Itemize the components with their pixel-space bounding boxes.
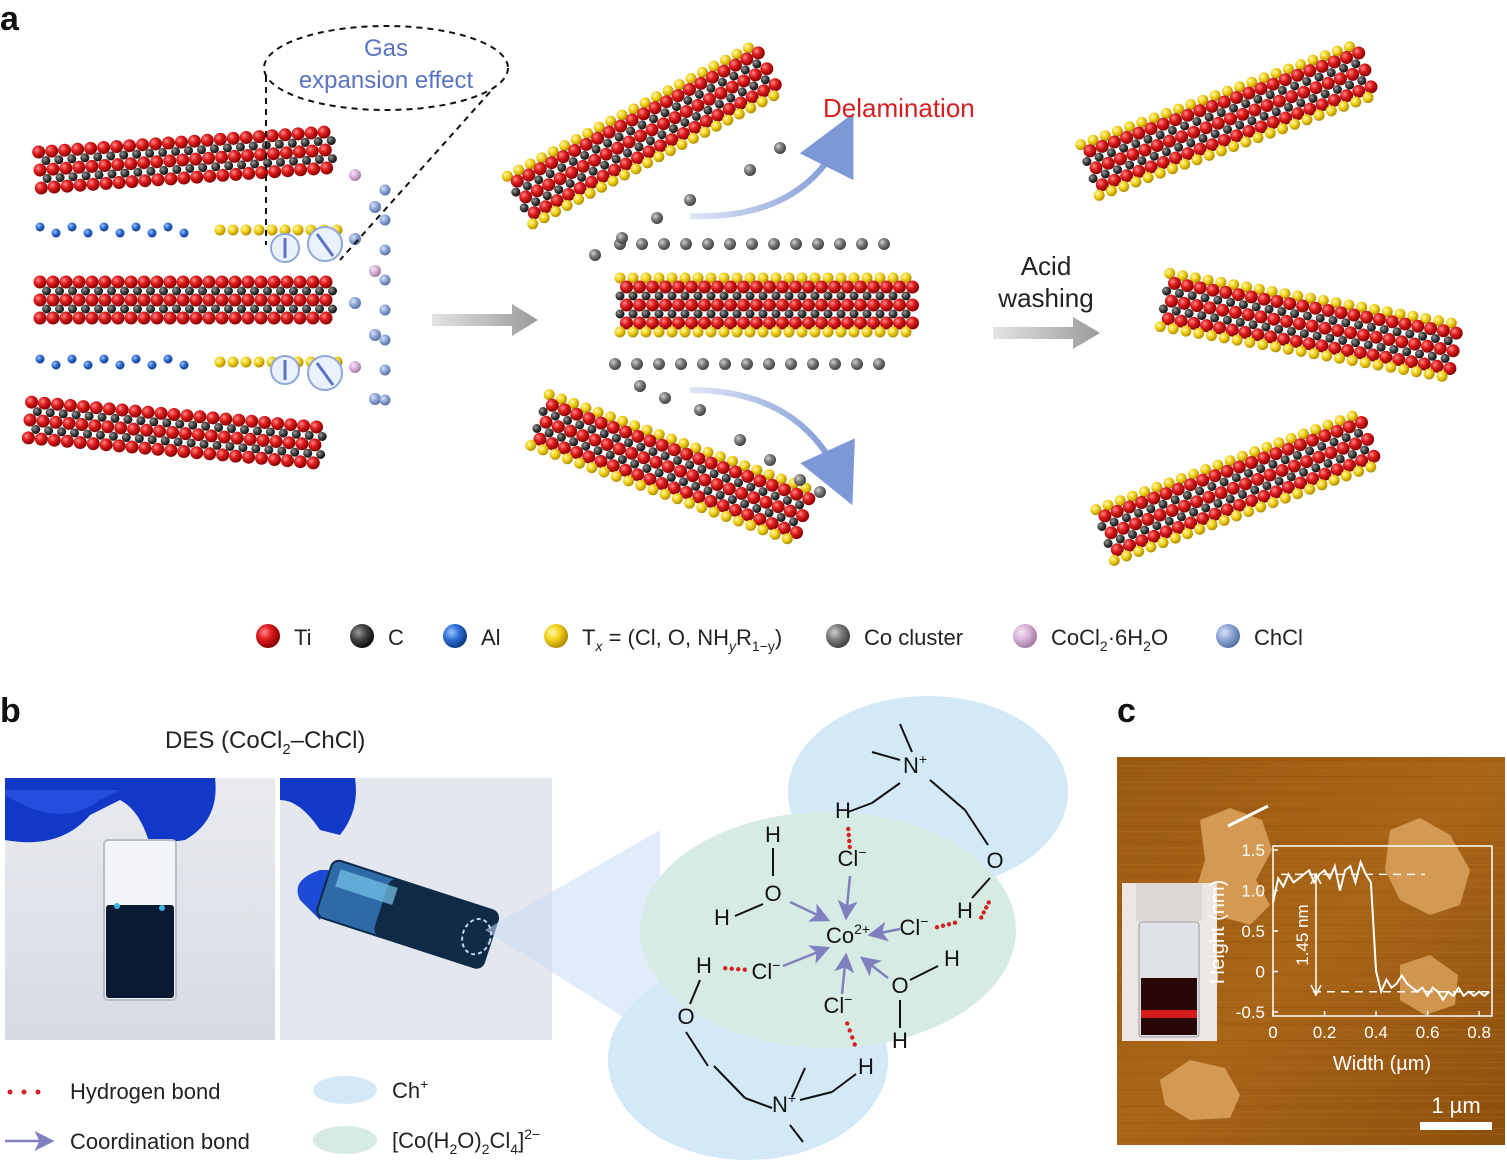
svg-text:CoCl2·6H2O: CoCl2·6H2O [1051,625,1168,654]
legend-item: Co cluster [826,624,963,650]
svg-text:O: O [986,848,1003,873]
callout-leader-right [339,91,491,261]
gas-expansion-callout [263,25,509,111]
delaminated-layers-illustration [501,42,919,545]
svg-text:ChCl: ChCl [1254,625,1303,650]
des-vial-photo-tilted [280,778,552,1040]
x-tick-label: 0.4 [1364,1023,1388,1042]
svg-text:C: C [388,625,404,650]
legend-item: Tx = (Cl, O, NHyR1−y) [544,624,782,654]
svg-text:H: H [944,946,960,971]
afm-inset-vial-photo [1122,883,1217,1041]
svg-text:H: H [892,1028,908,1053]
callout-text-line1: Gas [364,35,408,62]
mxene-stack-illustration [21,125,391,470]
scale-bar [1420,1122,1492,1130]
acid-washing-line1: Acid [1021,251,1072,281]
legend-item: C [350,624,404,650]
profile-line [1227,804,1269,828]
step-height-label: 1.45 nm [1293,904,1312,965]
panel-letter-c: c [1117,692,1136,730]
legend-item: Ti [256,624,312,650]
x-tick-label: 0.8 [1467,1023,1491,1042]
bond-legend: Hydrogen bond Coordination bond Ch+ [Co(… [5,1076,540,1157]
zoom-cone [485,830,660,1040]
atom-legend: Ti C Al Tx = (Cl, O, NHyR1−y) Co cluster CoCl… [256,624,1303,654]
svg-text:H: H [835,798,851,823]
svg-text:Co cluster: Co cluster [864,625,963,650]
acid-washing-line2: washing [997,283,1093,313]
legend-item: CoCl2·6H2O [1013,624,1168,654]
height-profile-line [1272,859,1491,1002]
svg-text:Hydrogen bond: Hydrogen bond [70,1079,220,1104]
flake-3 [1160,1060,1240,1120]
svg-text:O: O [677,1004,694,1029]
x-axis-title: Width (µm) [1333,1053,1431,1075]
svg-text:Ch+: Ch+ [392,1076,428,1103]
x-tick-label: 0.2 [1313,1023,1337,1042]
y-axis-title: Height (nm) [1207,880,1229,984]
gas-bubbles [270,226,343,391]
legend-item: Al [443,624,501,650]
svg-text:Co2+: Co2+ [826,921,870,948]
complex-legend-item: [Co(H2O)2Cl4]2− [313,1126,540,1157]
y-tick-label: 0.5 [1241,922,1265,941]
svg-text:Ti: Ti [294,625,312,650]
cobalt-complex-blob [640,812,1016,1048]
hydrogen-bond-legend-item: Hydrogen bond [7,1079,220,1104]
svg-text:H: H [957,898,973,923]
des-title: DES (CoCl2–ChCl) [165,727,365,758]
svg-text:H: H [696,953,712,978]
choline-legend-item: Ch+ [313,1076,428,1104]
flake-2 [1385,818,1470,915]
delamination-arrow-upper [689,113,854,220]
des-vial-photo-upright [5,778,275,1040]
y-tick-label: -0.5 [1236,1003,1265,1022]
x-tick-label: 0.6 [1416,1023,1440,1042]
x-tick-label: 0 [1268,1023,1277,1042]
svg-text:H: H [714,905,730,930]
process-arrow-1 [432,304,538,336]
legend-item: ChCl [1216,624,1303,650]
svg-text:H: H [765,822,781,847]
svg-text:[Co(H2O)2Cl4]2−: [Co(H2O)2Cl4]2− [392,1126,540,1157]
coordination-bond-legend-item: Coordination bond [5,1129,250,1154]
svg-text:O: O [764,881,781,906]
panel-letter-b: b [0,692,21,730]
svg-text:Al: Al [481,625,501,650]
y-tick-label: 1.5 [1241,841,1265,860]
scale-bar-label: 1 µm [1431,1093,1480,1118]
y-tick-label: 0 [1256,962,1265,981]
callout-text-line2: expansion effect [299,67,474,94]
process-arrow-2 [993,317,1100,349]
panel-letter-a: a [0,0,20,38]
delamination-arrow-lower [689,387,855,506]
afm-image: 1 µm [1117,757,1505,1145]
delamination-label: Delamination [823,93,975,123]
svg-text:Tx = (Cl, O, NHyR1−y): Tx = (Cl, O, NHyR1−y) [582,625,782,654]
svg-text:H: H [858,1054,874,1079]
svg-text:O: O [891,973,908,998]
washed-layers-illustration [1075,41,1463,566]
y-tick-label: 1.0 [1241,882,1265,901]
svg-text:Coordination bond: Coordination bond [70,1129,250,1154]
